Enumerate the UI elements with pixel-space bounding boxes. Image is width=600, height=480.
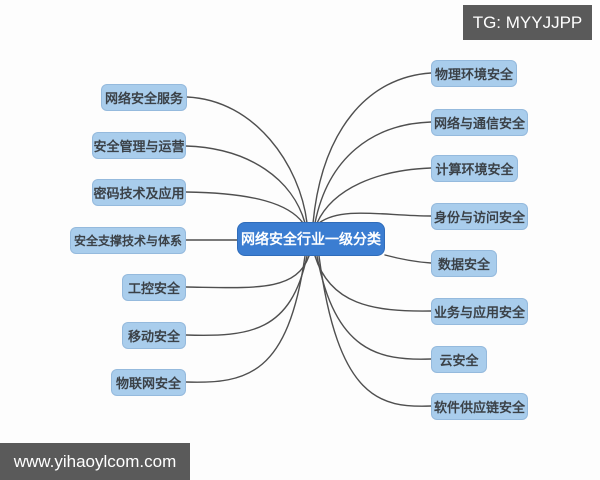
connector-cybersecurity-services xyxy=(186,96,308,224)
node-business-application-security[interactable]: 业务与应用安全 xyxy=(431,298,528,325)
connector-physical-environment-security xyxy=(312,72,432,224)
watermark-website: www.yihaoylcom.com xyxy=(0,443,190,480)
connector-network-communication-security xyxy=(314,121,432,224)
node-cloud-security[interactable]: 云安全 xyxy=(431,346,487,373)
node-software-supply-chain-security[interactable]: 软件供应链安全 xyxy=(431,393,528,420)
node-cryptography-tech-applications[interactable]: 密码技术及应用 xyxy=(92,179,186,206)
node-security-support-tech-systems[interactable]: 安全支撑技术与体系 xyxy=(70,227,186,254)
connector-ics-security xyxy=(185,255,310,289)
node-ics-security[interactable]: 工控安全 xyxy=(122,274,186,301)
node-cybersecurity-services[interactable]: 网络安全服务 xyxy=(101,84,187,111)
node-iot-security[interactable]: 物联网安全 xyxy=(111,369,186,396)
mindmap-root-node[interactable]: 网络安全行业一级分类 xyxy=(237,222,385,256)
connector-cryptography-tech-applications xyxy=(185,191,304,224)
connector-software-supply-chain-security xyxy=(318,255,432,407)
node-identity-access-security[interactable]: 身份与访问安全 xyxy=(431,203,528,230)
connector-security-management-operations xyxy=(185,145,306,224)
connector-identity-access-security xyxy=(318,212,432,224)
node-security-management-operations[interactable]: 安全管理与运营 xyxy=(92,132,186,159)
connector-data-security xyxy=(384,254,432,264)
connector-mobile-security xyxy=(185,255,308,336)
connector-cloud-security xyxy=(316,255,432,360)
connector-iot-security xyxy=(185,255,306,383)
node-mobile-security[interactable]: 移动安全 xyxy=(122,322,186,349)
node-physical-environment-security[interactable]: 物理环境安全 xyxy=(431,60,517,87)
connector-computing-environment-security xyxy=(316,167,432,224)
connector-business-application-security xyxy=(314,255,432,312)
node-computing-environment-security[interactable]: 计算环境安全 xyxy=(431,155,518,182)
node-network-communication-security[interactable]: 网络与通信安全 xyxy=(431,109,528,136)
node-data-security[interactable]: 数据安全 xyxy=(431,250,497,277)
watermark-telegram: TG: MYYJJPP xyxy=(463,5,592,40)
